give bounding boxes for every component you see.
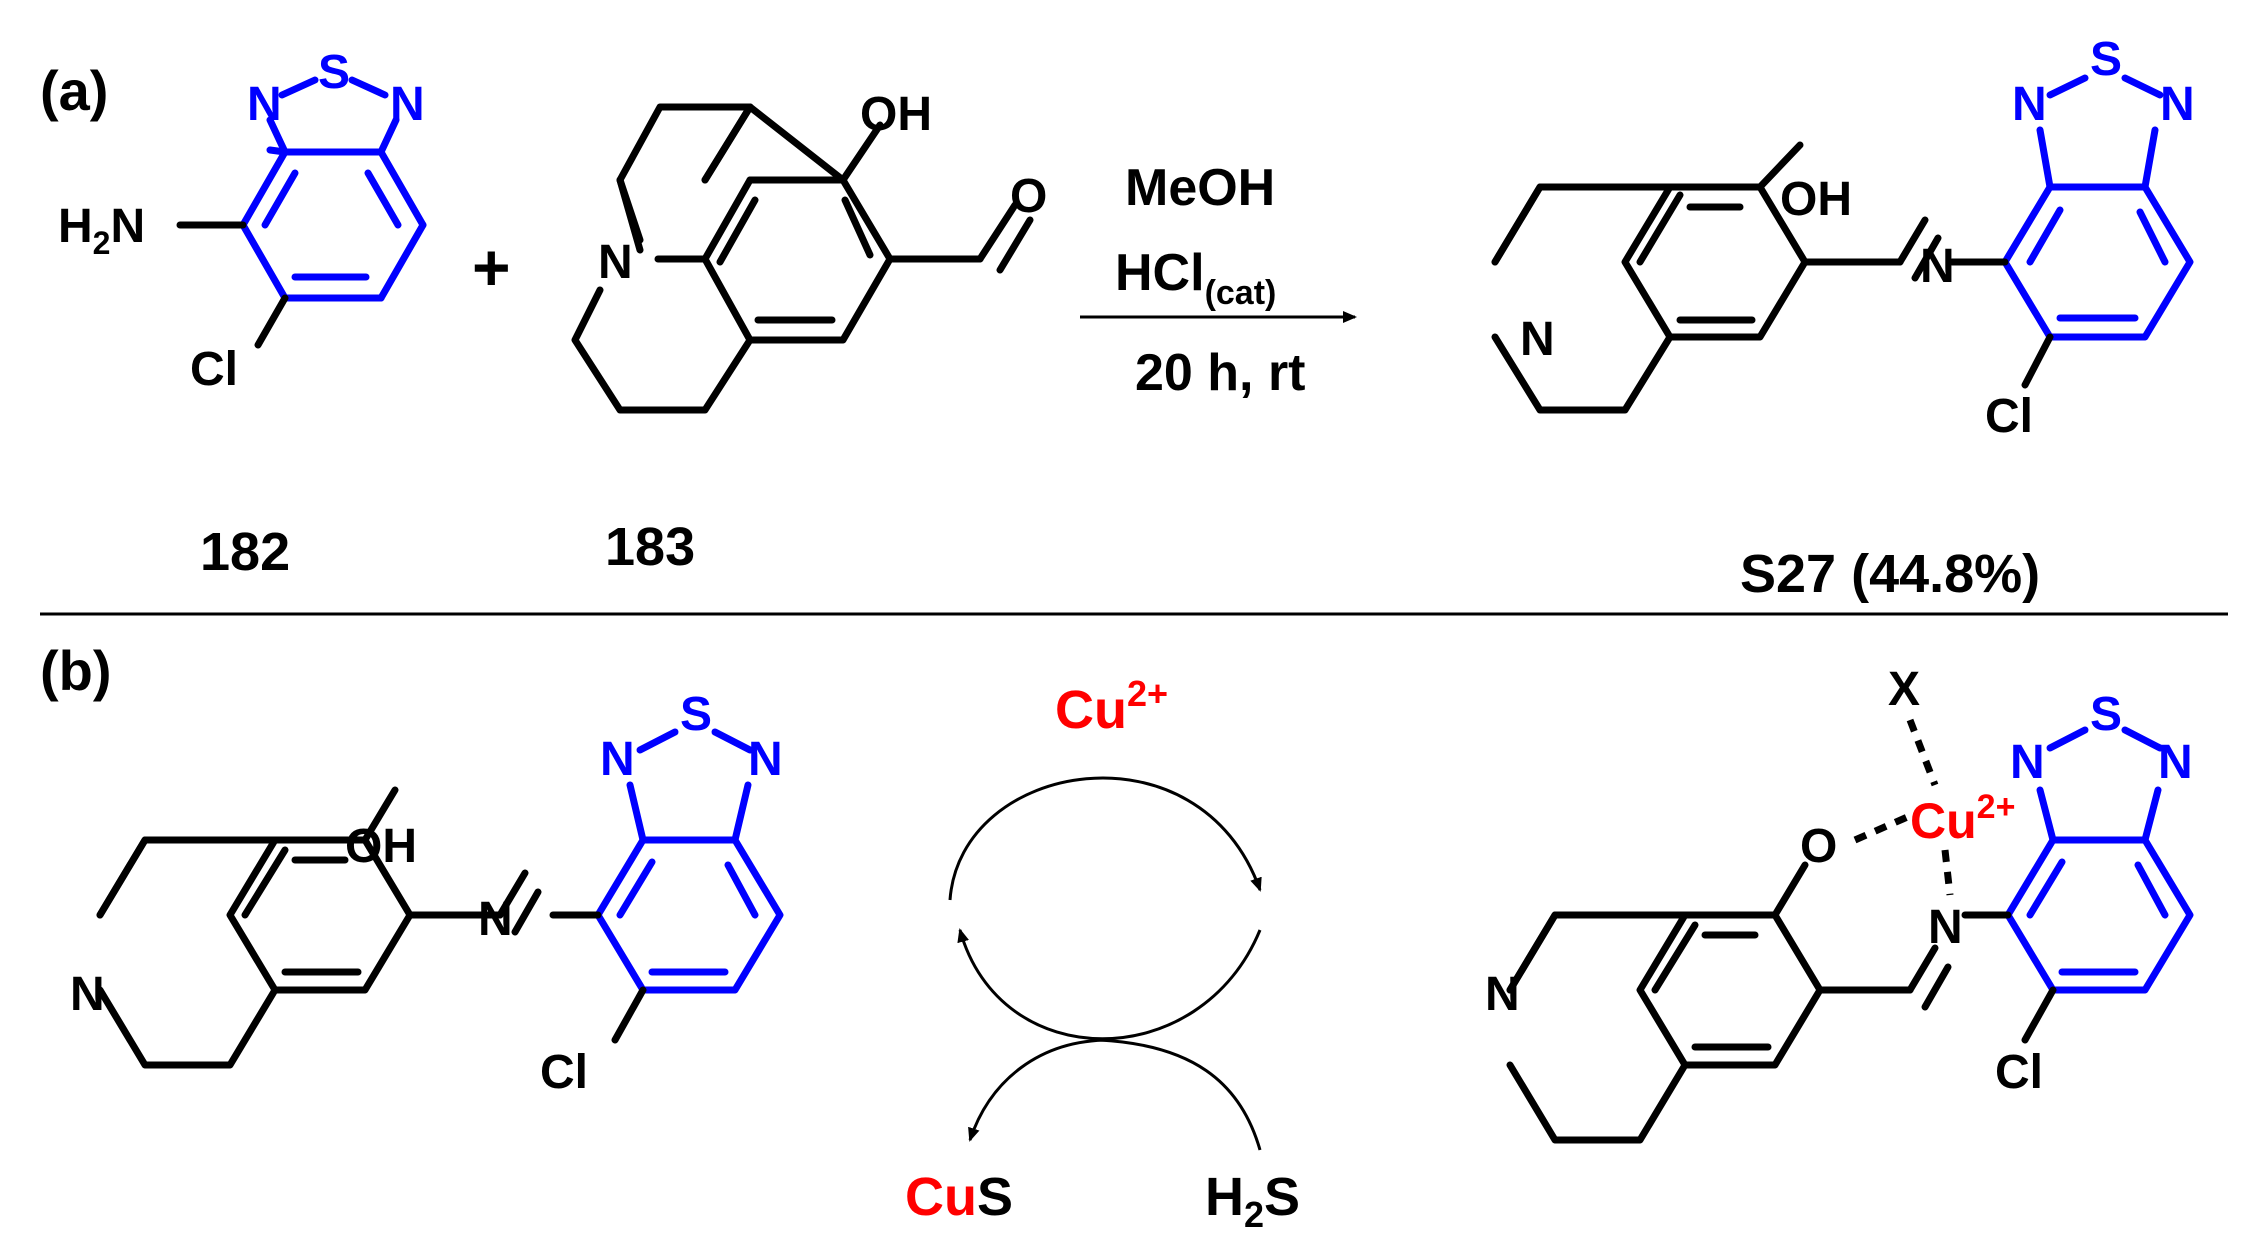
h2s-sub: 2 (1244, 1194, 1264, 1235)
reaction-arrow: MeOH HCl(cat) 20 h, rt (1080, 159, 1357, 402)
183-o: O (1010, 170, 1047, 223)
probe-cu-complex: N O X Cu2+ N N S N Cl (1485, 663, 2194, 1144)
arc-top-left (957, 928, 1262, 1041)
complex-o: O (1800, 820, 1837, 873)
conditions-acid: HCl (1115, 244, 1205, 302)
complex-n: N (1485, 968, 1520, 1021)
arc-bottom-right (1099, 1038, 1262, 1151)
183-oh: OH (860, 88, 932, 141)
sensing-cycle: Cu2+ CuS H2S (905, 673, 1300, 1235)
svg-text:H2S: H2S (1205, 1167, 1300, 1235)
182-ring-n2: N (390, 78, 425, 131)
s27-oh: OH (1780, 173, 1852, 226)
svg-text:HCl(cat): HCl(cat) (1115, 244, 1276, 312)
cycle-cu: Cu (1055, 680, 1127, 740)
free-ring-n1: N (600, 733, 635, 786)
complex-cu-sup: 2+ (1977, 788, 2016, 826)
compound-182: N S N H2N Cl 182 (58, 46, 427, 582)
s27-ring-n2: N (2160, 78, 2195, 131)
panel-b-tag: (b) (40, 639, 112, 702)
cycle-cu-sup: 2+ (1127, 673, 1168, 714)
s27-halogen: Cl (1985, 390, 2033, 443)
free-imine-n: N (478, 893, 513, 946)
complex-imine-n: N (1928, 901, 1963, 954)
free-halogen: Cl (540, 1046, 588, 1099)
183-n: N (598, 236, 633, 289)
conditions-acid-sub: (cat) (1205, 274, 1277, 312)
complex-halogen: Cl (1995, 1046, 2043, 1099)
s27-ring-s: S (2090, 33, 2122, 86)
s27-ring-n1: N (2012, 78, 2047, 131)
svg-text:H2N: H2N (58, 200, 145, 261)
complex-ring-n1: N (2010, 736, 2045, 789)
svg-text:Cu2+: Cu2+ (1910, 788, 2015, 849)
183-label: 183 (605, 517, 695, 577)
conditions-solvent: MeOH (1125, 159, 1275, 217)
conditions-time: 20 h, rt (1135, 344, 1306, 402)
h2s-s: S (1264, 1167, 1300, 1227)
svg-text:CuS: CuS (905, 1167, 1013, 1227)
free-oh: OH (345, 820, 417, 873)
182-amine-h: H (58, 200, 93, 253)
complex-cu: Cu (1910, 793, 1977, 849)
182-amine-n: N (110, 200, 145, 253)
182-ring-s: S (318, 46, 350, 99)
s27-n: N (1520, 313, 1555, 366)
182-amine-sub: 2 (93, 225, 111, 261)
182-ring-n1: N (247, 78, 282, 131)
s27-imine-n: N (1920, 240, 1955, 293)
cus-s: S (977, 1167, 1013, 1227)
182-halogen: Cl (190, 343, 238, 396)
h2s-h: H (1205, 1167, 1244, 1227)
s27-label: S27 (44.8%) (1740, 544, 2040, 604)
complex-ring-n2: N (2158, 736, 2193, 789)
arc-bottom-left (968, 1038, 1111, 1142)
compound-183: N OH O 183 (571, 88, 1047, 577)
arc-top-right (948, 776, 1262, 901)
product-s27: N OH N N S N Cl S27 (44.8%) (1491, 33, 2195, 604)
svg-text:Cu2+: Cu2+ (1055, 673, 1168, 740)
free-ring-s: S (680, 688, 712, 741)
complex-ring-s: S (2090, 688, 2122, 741)
182-label: 182 (200, 522, 290, 582)
cus-cu: Cu (905, 1167, 977, 1227)
plus-sign: + (472, 230, 511, 304)
complex-x: X (1888, 663, 1920, 716)
probe-free: N OH N N S N Cl (70, 688, 784, 1099)
free-ring-n2: N (748, 733, 783, 786)
panel-a-tag: (a) (40, 59, 108, 122)
free-n: N (70, 968, 105, 1021)
